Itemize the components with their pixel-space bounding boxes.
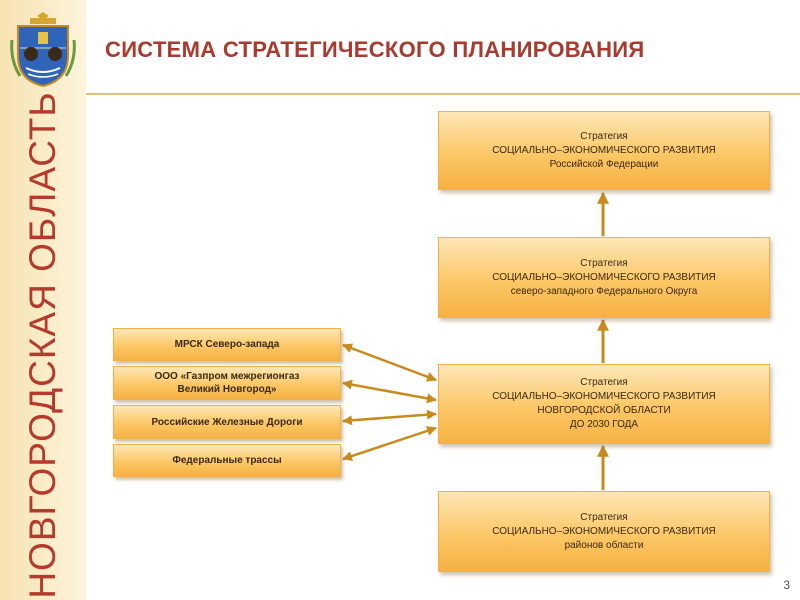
strategy-box-rayony: Стратегия СОЦИАЛЬНО–ЭКОНОМИЧЕСКОГО РАЗВИ… <box>438 491 770 572</box>
arrow-gazprom <box>342 379 437 404</box>
partner-box-rzd: Российские Железные Дороги <box>113 405 341 439</box>
header-divider <box>86 93 800 95</box>
arrow-trassy <box>342 426 437 461</box>
sidebar: НОВГОРОДСКАЯ ОБЛАСТЬ <box>0 0 86 600</box>
strategy-box-oblast: Стратегия СОЦИАЛЬНО–ЭКОНОМИЧЕСКОГО РАЗВИ… <box>438 364 770 444</box>
page-number: 3 <box>783 578 790 592</box>
partner-box-mrsk: МРСК Северо-запада <box>113 328 341 361</box>
page-title: СИСТЕМА СТРАТЕГИЧЕСКОГО ПЛАНИРОВАНИЯ <box>105 37 645 62</box>
arrow-rzd <box>342 409 437 426</box>
strategy-box-rf: Стратегия СОЦИАЛЬНО–ЭКОНОМИЧЕСКОГО РАЗВИ… <box>438 111 770 190</box>
partner-box-trassy: Федеральные трассы <box>113 444 341 477</box>
arrow-mrsk <box>342 343 437 382</box>
strategy-box-szfo: Стратегия СОЦИАЛЬНО–ЭКОНОМИЧЕСКОГО РАЗВИ… <box>438 237 770 318</box>
coat-of-arms-icon <box>10 10 76 88</box>
partner-box-gazprom: ООО «Газпром межрегионгаз Великий Новгор… <box>113 366 341 400</box>
